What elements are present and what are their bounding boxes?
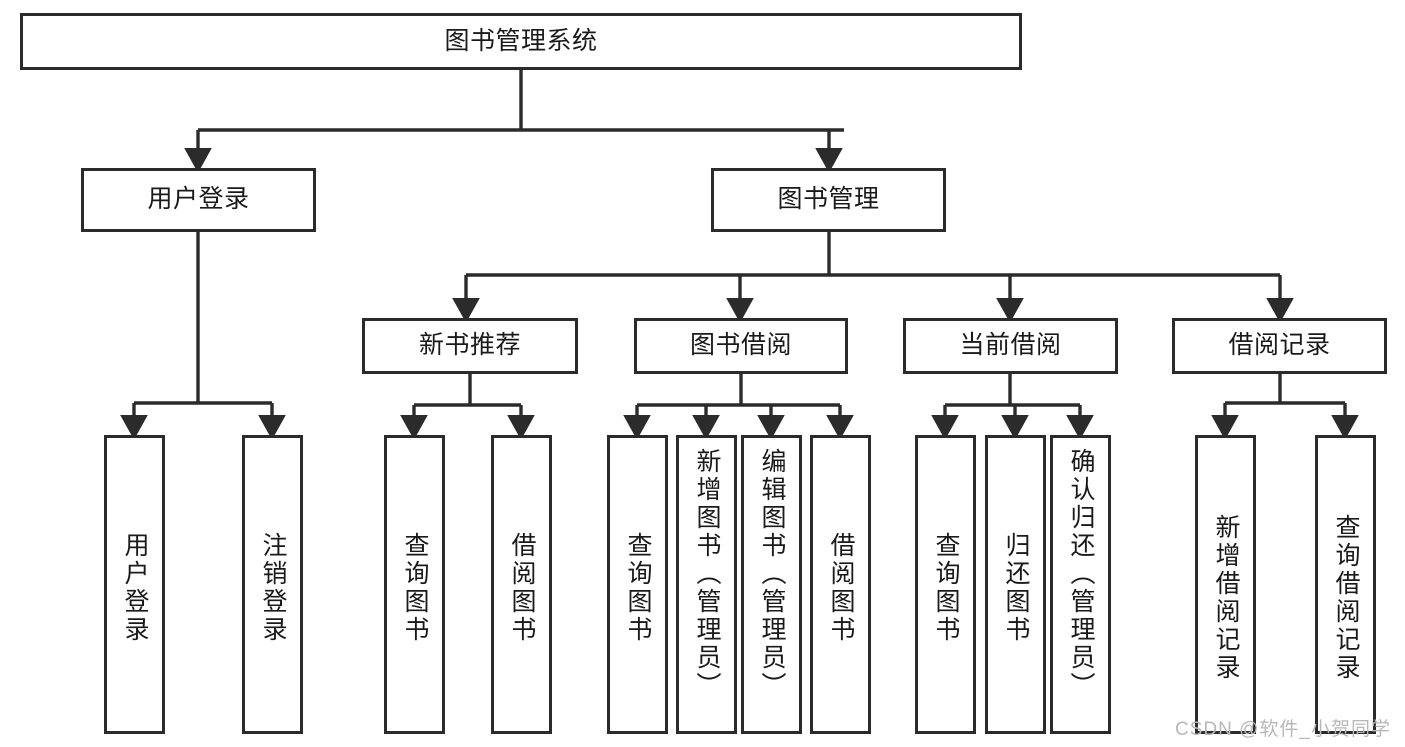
node-leaf-query-book-borrow[interactable]: 查询图书: [607, 435, 668, 734]
node-label: 查询借阅记录: [1332, 514, 1360, 682]
node-leaf-add-book[interactable]: 新增图书（管理员）: [676, 435, 737, 734]
node-new-book-recommend[interactable]: 新书推荐: [362, 318, 578, 374]
node-current-borrow[interactable]: 当前借阅: [903, 318, 1118, 374]
node-leaf-add-borrow-record[interactable]: 新增借阅记录: [1195, 435, 1256, 734]
node-label: 新书推荐: [418, 331, 521, 360]
node-label: 图书管理系统: [444, 26, 598, 55]
node-label: 新增图书（管理员）: [693, 448, 721, 700]
node-leaf-borrow-book-recommend[interactable]: 借阅图书: [491, 435, 552, 734]
node-label: 注销登录: [259, 532, 287, 644]
node-label: 新增借阅记录: [1212, 514, 1240, 682]
node-leaf-query-book-current[interactable]: 查询图书: [915, 435, 976, 734]
node-label: 确认归还（管理员）: [1067, 448, 1095, 700]
node-borrow-record[interactable]: 借阅记录: [1172, 318, 1387, 374]
node-label: 查询图书: [932, 532, 960, 644]
node-label: 借阅图书: [827, 532, 855, 644]
node-leaf-borrow-book[interactable]: 借阅图书: [810, 435, 871, 734]
node-label: 图书管理: [777, 185, 880, 214]
node-label: 用户登录: [147, 185, 250, 214]
node-leaf-user-login[interactable]: 用户登录: [104, 435, 165, 734]
node-leaf-return-book[interactable]: 归还图书: [985, 435, 1046, 734]
node-leaf-edit-book[interactable]: 编辑图书（管理员）: [741, 435, 802, 734]
node-label: 编辑图书（管理员）: [758, 448, 786, 700]
node-label: 查询图书: [401, 532, 429, 644]
node-root-book-management-system[interactable]: 图书管理系统: [20, 13, 1022, 70]
node-label: 图书借阅: [689, 331, 792, 360]
node-label: 借阅记录: [1228, 331, 1331, 360]
node-label: 借阅图书: [508, 532, 536, 644]
node-book-management[interactable]: 图书管理: [711, 168, 946, 232]
node-user-login[interactable]: 用户登录: [81, 168, 316, 232]
node-label: 用户登录: [121, 532, 149, 644]
node-label: 查询图书: [624, 532, 652, 644]
node-leaf-query-book-recommend[interactable]: 查询图书: [384, 435, 445, 734]
node-leaf-confirm-return[interactable]: 确认归还（管理员）: [1050, 435, 1111, 734]
node-book-borrow[interactable]: 图书借阅: [634, 318, 848, 374]
node-label: 归还图书: [1002, 532, 1030, 644]
node-leaf-logout[interactable]: 注销登录: [242, 435, 303, 734]
node-leaf-query-borrow-record[interactable]: 查询借阅记录: [1315, 435, 1376, 734]
node-label: 当前借阅: [959, 331, 1062, 360]
